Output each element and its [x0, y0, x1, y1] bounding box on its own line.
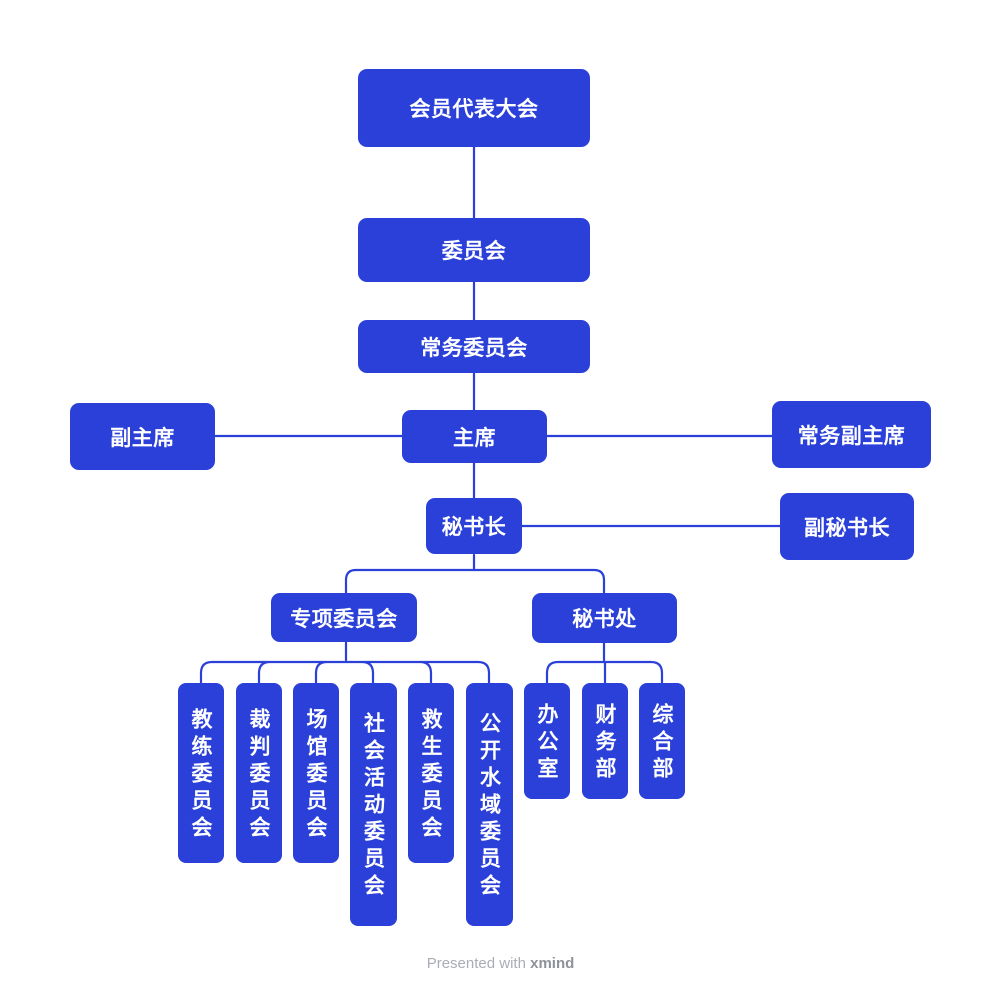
- node-finance-department[interactable]: 财务部: [582, 683, 628, 799]
- node-social-activity-committee[interactable]: 社会活动委员会: [350, 683, 397, 926]
- node-deputy-secretary-general[interactable]: 副秘书长: [780, 493, 914, 560]
- node-coach-committee[interactable]: 教练委员会: [178, 683, 224, 863]
- node-executive-vice-chair[interactable]: 常务副主席: [772, 401, 931, 468]
- link-secretariat-children: [545, 641, 664, 685]
- footer-credit: Presented with xmind: [0, 955, 1001, 972]
- node-vice-chair[interactable]: 副主席: [70, 403, 215, 470]
- node-referee-committee[interactable]: 裁判委员会: [236, 683, 282, 863]
- node-chair[interactable]: 主席: [402, 410, 547, 463]
- link-secretary-branches: [344, 553, 606, 595]
- footer-prefix: Presented with: [426, 955, 526, 972]
- node-committee[interactable]: 委员会: [358, 218, 590, 282]
- node-secretary-general[interactable]: 秘书长: [426, 498, 522, 554]
- node-general-assembly[interactable]: 会员代表大会: [358, 69, 590, 147]
- node-secretariat[interactable]: 秘书处: [532, 593, 677, 643]
- link-special-children: [199, 640, 491, 685]
- node-special-committees[interactable]: 专项委员会: [271, 593, 417, 642]
- node-venue-committee[interactable]: 场馆委员会: [293, 683, 339, 863]
- node-lifesaving-committee[interactable]: 救生委员会: [408, 683, 454, 863]
- node-open-water-committee[interactable]: 公开水域委员会: [466, 683, 513, 926]
- node-general-department[interactable]: 综合部: [639, 683, 685, 799]
- node-office[interactable]: 办公室: [524, 683, 570, 799]
- footer-brand: xmind: [530, 955, 575, 972]
- node-standing-committee[interactable]: 常务委员会: [358, 320, 590, 373]
